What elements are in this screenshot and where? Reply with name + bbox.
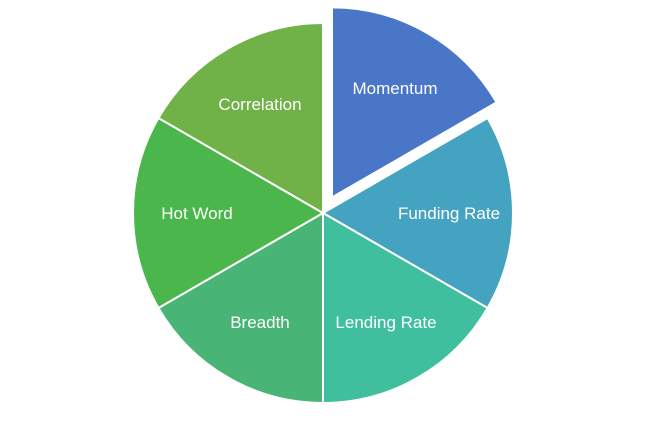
pie-slice-momentum[interactable] [331, 6, 498, 199]
pie-slice-lending-rate[interactable] [322, 212, 489, 404]
pie-slice-hot-word[interactable] [132, 117, 324, 309]
pie-slice-correlation[interactable] [157, 22, 324, 214]
pie-slice-breadth[interactable] [157, 212, 324, 404]
pie-slice-funding-rate[interactable] [322, 117, 514, 309]
